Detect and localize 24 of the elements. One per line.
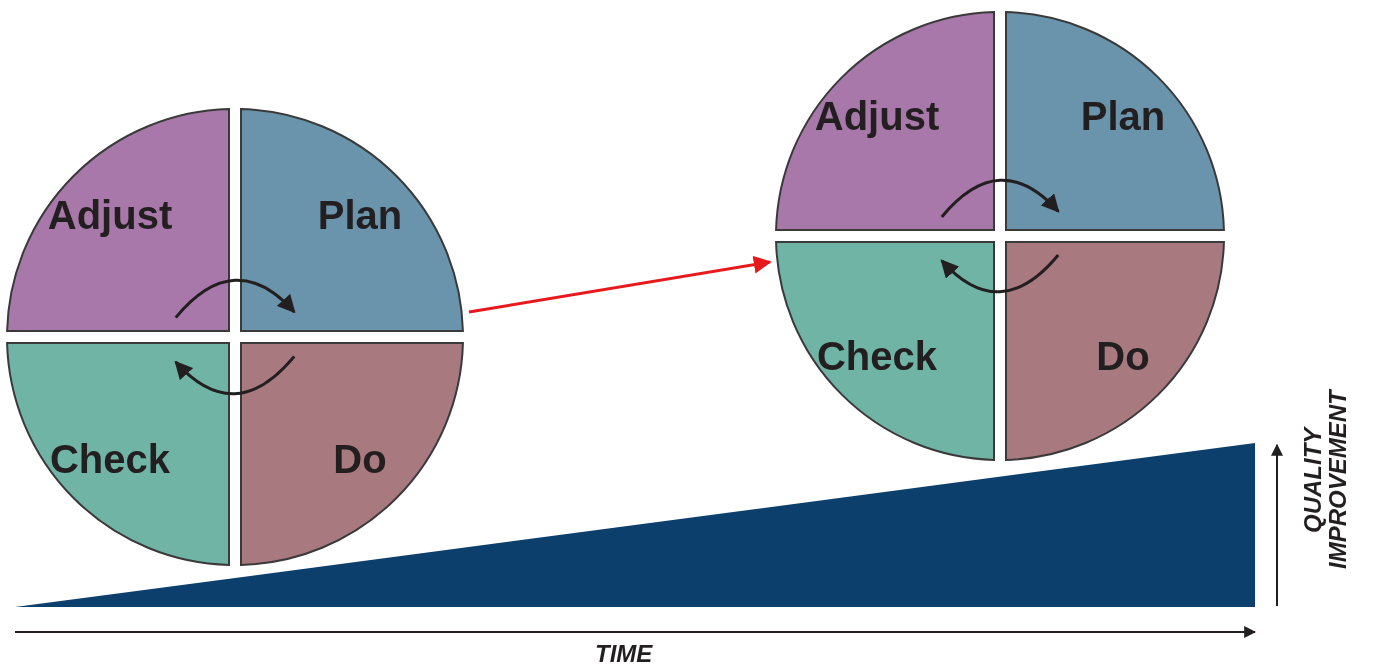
axis-label: QUALITY IMPROVEMENT xyxy=(1300,389,1351,572)
stage-label: Check xyxy=(49,436,171,482)
arrow xyxy=(174,355,296,396)
quadrant-sector xyxy=(7,343,229,565)
stage-label: Plan xyxy=(1080,93,1166,139)
stage-label: Do xyxy=(333,436,387,482)
stage-label: Check xyxy=(816,333,938,379)
quadrant-sector xyxy=(241,109,463,331)
quadrant-sector xyxy=(1006,242,1224,460)
cycle-wheel xyxy=(776,12,1224,460)
arrow xyxy=(174,278,296,319)
stage-label: Plan xyxy=(317,192,403,238)
quadrant-sector xyxy=(1006,12,1224,230)
axis-label: TIME xyxy=(595,640,653,667)
stage-label: Adjust xyxy=(47,192,173,238)
quadrant-sector xyxy=(776,12,994,230)
quadrant-sector xyxy=(241,343,463,565)
cycle-wheel xyxy=(7,109,463,565)
quadrant-sector xyxy=(776,242,994,460)
arrow xyxy=(940,178,1060,218)
stage-label: Adjust xyxy=(814,93,940,139)
arrow xyxy=(940,254,1060,294)
stage-label: Do xyxy=(1096,333,1150,379)
quadrant-sector xyxy=(7,109,229,331)
